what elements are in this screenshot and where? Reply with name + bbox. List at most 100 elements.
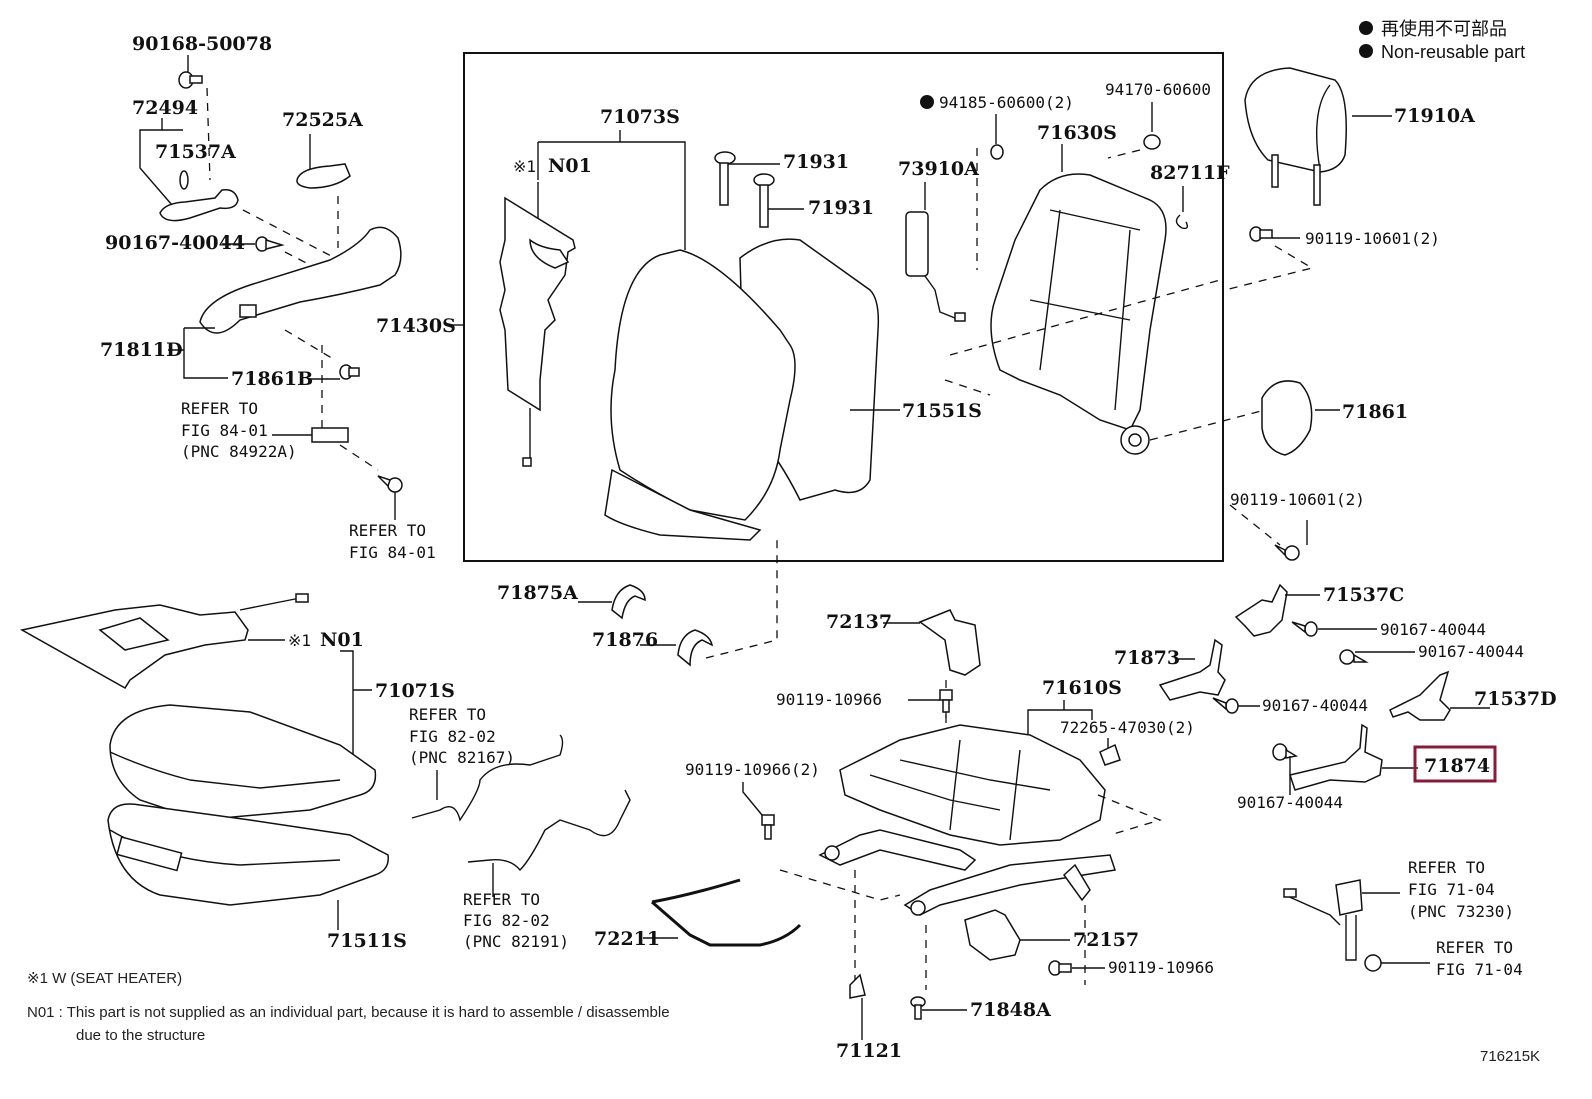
part-label-90119-10966-a[interactable]: 90119-10966 (776, 690, 882, 709)
heater-mark-a: ※1 (513, 157, 536, 176)
refer-label-82-02-a-line2[interactable]: FIG 82-02 (409, 727, 496, 746)
refer-label-82-02-a-line3[interactable]: (PNC 82167) (409, 748, 515, 767)
part-label-71861B[interactable]: 71861B (231, 368, 313, 390)
part-label-71873[interactable]: 71873 (1114, 647, 1180, 669)
seatback-frame-part (990, 173, 1167, 431)
part-label-71610S[interactable]: 71610S (1042, 677, 1122, 699)
figure-id: 716215K (1480, 1048, 1540, 1065)
refer-label-71-04-a-line1[interactable]: REFER TO (1408, 858, 1485, 877)
part-label-71121[interactable]: 71121 (836, 1040, 902, 1062)
part-label-71537C[interactable]: 71537C (1323, 584, 1404, 606)
part-label-71073S[interactable]: 71073S (600, 106, 680, 128)
seat-frame-part (839, 724, 1106, 846)
part-label-90167-40044-a[interactable]: 90167-40044 (105, 232, 245, 254)
refer-label-84-01-b-line1[interactable]: REFER TO (349, 521, 426, 540)
part-label-71811D[interactable]: 71811D (100, 339, 183, 361)
refer-label-82-02-b-line2[interactable]: FIG 82-02 (463, 911, 550, 930)
legend: 再使用不可部品 Non-reusable part (1359, 19, 1525, 62)
non-reusable-marker-icon (920, 95, 934, 109)
highlight-box (1413, 745, 1497, 783)
note-seat-heater: ※1 W (SEAT HEATER) (27, 970, 182, 987)
part-label-71430S[interactable]: 71430S (376, 315, 456, 337)
part-label-90167-40044-b[interactable]: 90167-40044 (1380, 620, 1486, 639)
non-reusable-marker-icon (1359, 44, 1373, 58)
part-label-71931-b[interactable]: 71931 (808, 197, 874, 219)
part-label-72157[interactable]: 72157 (1073, 929, 1139, 951)
wire-harness-82191-part (467, 789, 631, 872)
cover-71876-part (677, 629, 714, 667)
part-label-71071S[interactable]: 71071S (375, 680, 455, 702)
cover-72137-part (918, 609, 981, 676)
refer-label-84-01-b-line2[interactable]: FIG 84-01 (349, 543, 436, 562)
part-label-90167-40044-d[interactable]: 90167-40044 (1262, 696, 1368, 715)
part-label-71537A[interactable]: 71537A (155, 141, 236, 163)
bolt-icon (910, 996, 926, 1020)
refer-label-82-02-b-line1[interactable]: REFER TO (463, 890, 540, 909)
part-label-72494[interactable]: 72494 (132, 97, 198, 119)
part-label-71875A[interactable]: 71875A (497, 582, 578, 604)
refer-label-71-04-b-line1[interactable]: REFER TO (1436, 938, 1513, 957)
screw-icon (1339, 649, 1369, 665)
part-label-71551S[interactable]: 71551S (902, 400, 982, 422)
part-label-72525A[interactable]: 72525A (282, 109, 363, 131)
part-label-90119-10966-c[interactable]: 90119-10966 (1108, 958, 1214, 977)
bolt-icon (1274, 544, 1300, 561)
part-label-90119-10601-a[interactable]: 90119-10601(2) (1305, 229, 1440, 248)
note-n01-line1: N01 : This part is not supplied as an in… (27, 1004, 670, 1021)
part-label-N01-cushion[interactable]: N01 (320, 629, 364, 651)
part-label-71931-a[interactable]: 71931 (783, 151, 849, 173)
screw-icon (1291, 621, 1318, 637)
seat-cover-part (109, 704, 377, 821)
part-label-82711F[interactable]: 82711F (1150, 162, 1230, 184)
cover-72157-part (964, 909, 1021, 961)
screw-icon (1272, 743, 1299, 761)
refer-label-82-02-b-line3[interactable]: (PNC 82191) (463, 932, 569, 951)
nut-icon (1364, 954, 1382, 972)
headrest-part (1244, 67, 1347, 173)
part-label-90168-50078[interactable]: 90168-50078 (132, 33, 272, 55)
refer-label-71-04-a-line3[interactable]: (PNC 73230) (1408, 902, 1514, 921)
headrest-guide-part (753, 173, 775, 228)
part-label-71874-highlighted[interactable]: 71874 (1424, 755, 1490, 777)
armrest-switch-part (239, 304, 257, 318)
part-label-71861[interactable]: 71861 (1342, 401, 1408, 423)
part-label-94170-60600[interactable]: 94170-60600 (1105, 80, 1211, 99)
nut-icon (990, 144, 1004, 160)
part-label-71876[interactable]: 71876 (592, 629, 658, 651)
clip-71121-part (849, 973, 866, 999)
clip-72265-part (1099, 743, 1121, 766)
screw-icon (255, 236, 285, 252)
seat-rail-right-part (903, 854, 1116, 916)
part-label-94185-60600[interactable]: 94185-60600(2) (939, 93, 1074, 112)
seat-cushion-part (107, 803, 389, 906)
refer-label-71-04-b-line2[interactable]: FIG 71-04 (1436, 960, 1523, 979)
seatback-cover-part (610, 249, 796, 521)
part-label-73910A[interactable]: 73910A (898, 158, 979, 180)
screw-icon (1212, 697, 1239, 714)
part-label-72137[interactable]: 72137 (826, 611, 892, 633)
part-label-90119-10601-b[interactable]: 90119-10601(2) (1230, 490, 1365, 509)
cover-bracket-71537C-part (1234, 583, 1288, 637)
part-label-90167-40044-c[interactable]: 90167-40044 (1418, 642, 1524, 661)
part-label-71910A[interactable]: 71910A (1394, 105, 1475, 127)
seatback-assembly-box (463, 52, 1224, 562)
part-label-71511S[interactable]: 71511S (327, 930, 407, 952)
wire-72211-part (651, 878, 802, 947)
bolt-icon (761, 814, 775, 840)
part-label-71630S[interactable]: 71630S (1037, 122, 1117, 144)
refer-label-84-01-a-line3[interactable]: (PNC 84922A) (181, 442, 297, 461)
refer-label-84-01-a-line1[interactable]: REFER TO (181, 399, 258, 418)
legend-english: Non-reusable part (1381, 42, 1525, 62)
part-label-71848A[interactable]: 71848A (970, 999, 1051, 1021)
recliner-cover-part (1261, 380, 1313, 456)
part-label-90167-40044-e[interactable]: 90167-40044 (1237, 793, 1343, 812)
part-label-90119-10966-b[interactable]: 90119-10966(2) (685, 760, 820, 779)
clip-icon (339, 364, 360, 380)
refer-label-71-04-a-line2[interactable]: FIG 71-04 (1408, 880, 1495, 899)
part-label-72265-47030[interactable]: 72265-47030(2) (1060, 718, 1195, 737)
part-label-72211[interactable]: 72211 (594, 928, 660, 950)
part-label-N01-back[interactable]: N01 (548, 155, 592, 177)
part-label-71537D[interactable]: 71537D (1474, 688, 1557, 710)
refer-label-82-02-a-line1[interactable]: REFER TO (409, 705, 486, 724)
refer-label-84-01-a-line2[interactable]: FIG 84-01 (181, 421, 268, 440)
